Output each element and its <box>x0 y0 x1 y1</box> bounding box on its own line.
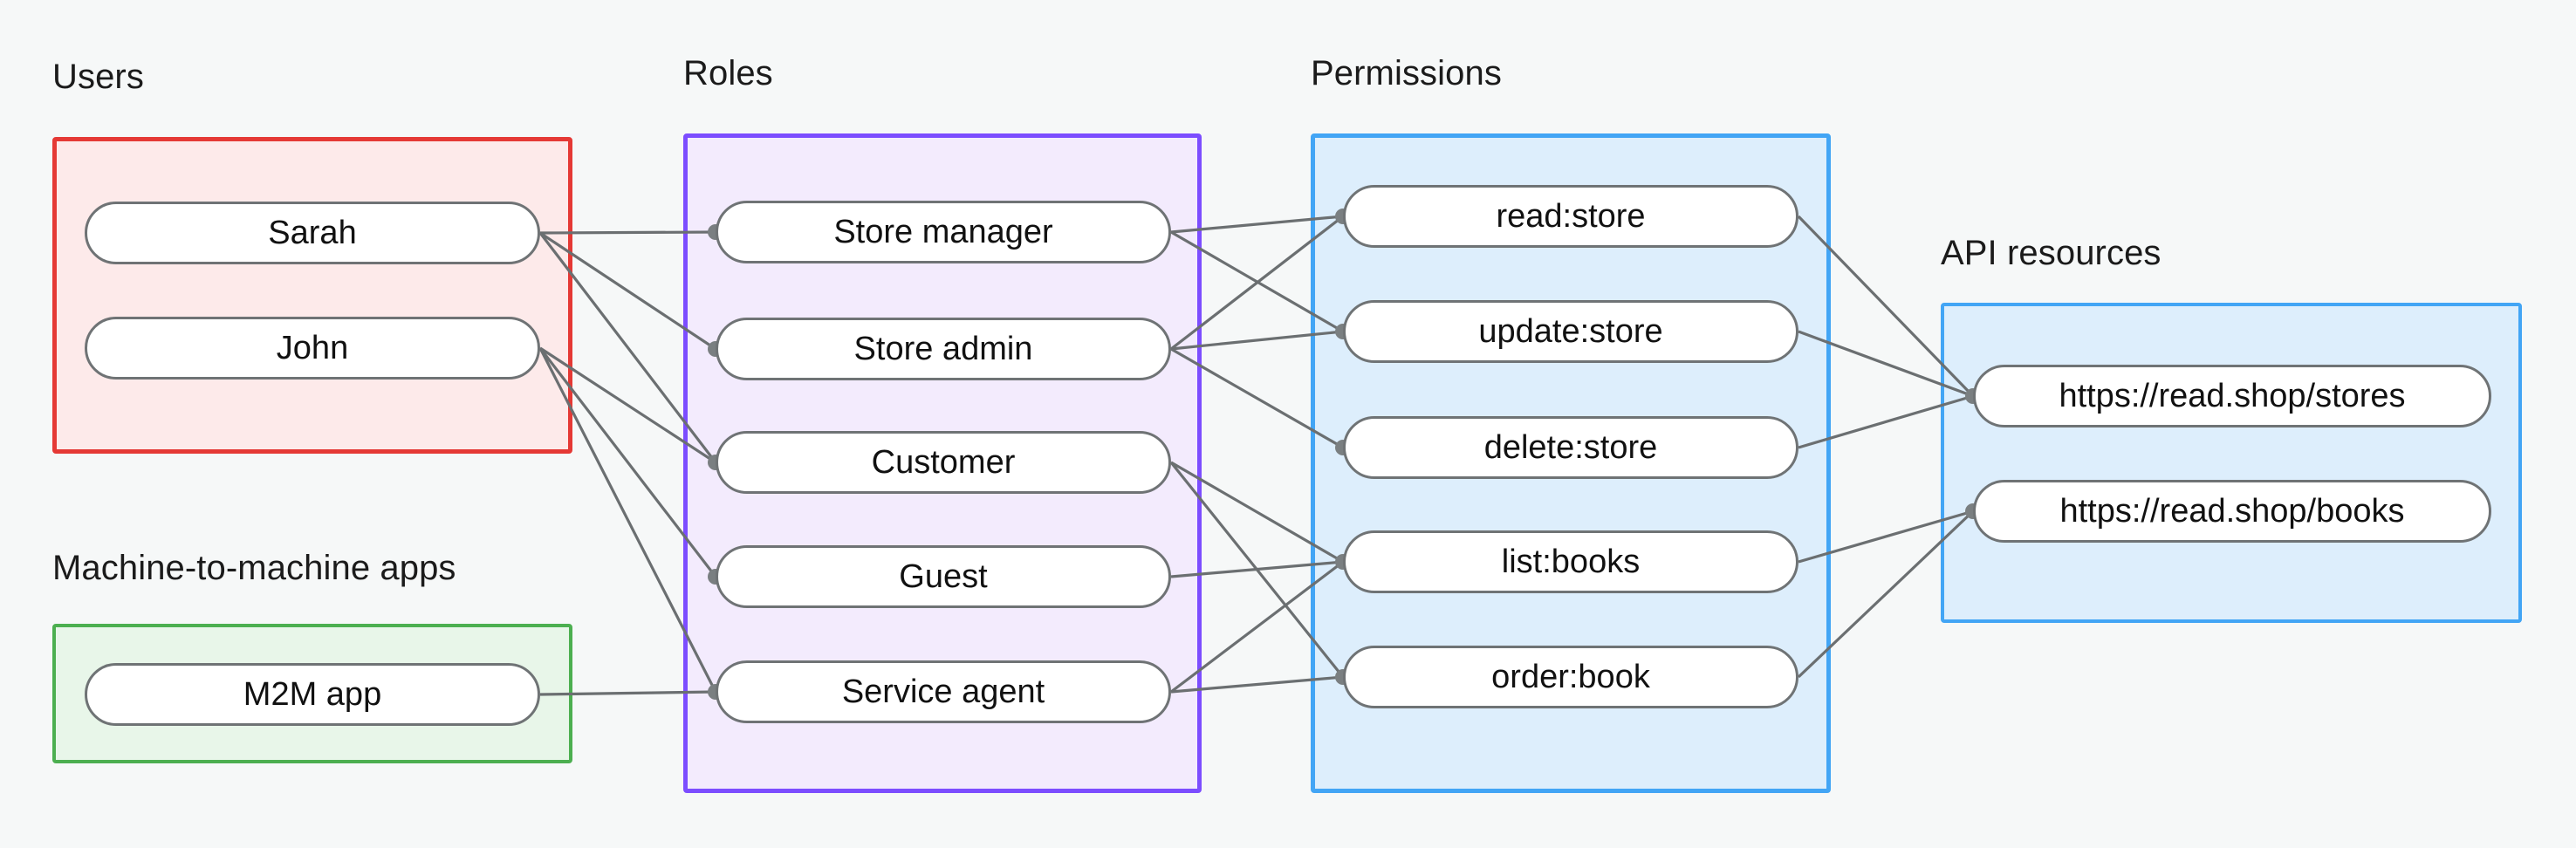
node-m2m-app[interactable]: M2M app <box>85 663 540 726</box>
node-order-book[interactable]: order:book <box>1343 646 1798 708</box>
node-delete-store[interactable]: delete:store <box>1343 416 1798 479</box>
group-title-m2m: Machine-to-machine apps <box>52 549 456 587</box>
group-title-permissions: Permissions <box>1311 54 1502 92</box>
node-john[interactable]: John <box>85 317 540 380</box>
group-title-api-resources: API resources <box>1941 234 2162 272</box>
node-res-stores[interactable]: https://read.shop/stores <box>1973 365 2491 427</box>
group-box-users <box>52 137 572 454</box>
group-box-api-resources <box>1941 303 2522 623</box>
node-sarah[interactable]: Sarah <box>85 202 540 264</box>
node-list-books[interactable]: list:books <box>1343 530 1798 593</box>
node-service-agent[interactable]: Service agent <box>716 660 1171 723</box>
group-title-users: Users <box>52 58 144 96</box>
group-title-roles: Roles <box>683 54 773 92</box>
node-read-store[interactable]: read:store <box>1343 185 1798 248</box>
node-update-store[interactable]: update:store <box>1343 300 1798 363</box>
node-guest[interactable]: Guest <box>716 545 1171 608</box>
node-res-books[interactable]: https://read.shop/books <box>1973 480 2491 543</box>
node-store-manager[interactable]: Store manager <box>716 201 1171 263</box>
node-store-admin[interactable]: Store admin <box>716 318 1171 380</box>
node-customer[interactable]: Customer <box>716 431 1171 494</box>
